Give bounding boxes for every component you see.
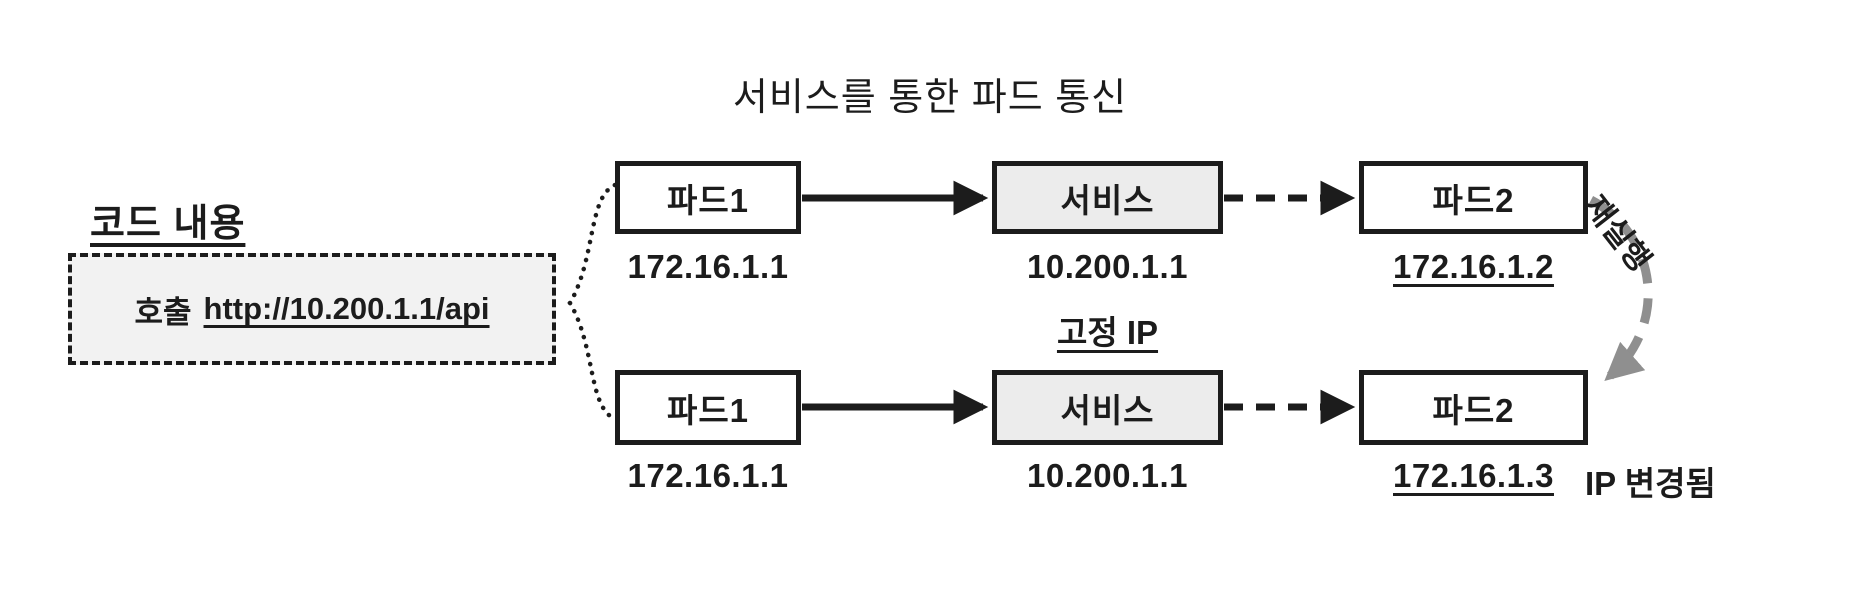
service-ip-row1: 10.200.1.1: [1027, 248, 1188, 285]
pod2-label-row2: 파드2: [1432, 391, 1515, 429]
pod2-ip-row2: 172.16.1.3: [1393, 457, 1554, 494]
pod1-label-row1: 파드1: [666, 181, 750, 219]
service-node-row1: 서비스: [992, 161, 1223, 234]
ip-changed-label: IP 변경됨: [1585, 465, 1716, 502]
service-label-row1: 서비스: [1060, 181, 1155, 219]
pod2-ip-row1: 172.16.1.2: [1393, 248, 1554, 285]
pod2-node-row1: 파드2: [1359, 161, 1588, 234]
pod1-node-row2: 파드1: [615, 370, 801, 445]
diagram-title: 서비스를 통한 파드 통신: [732, 77, 1128, 119]
service-label-row2: 서비스: [1060, 391, 1155, 429]
pod1-ip-row1: 172.16.1.1: [627, 248, 789, 285]
service-node-row2: 서비스: [992, 370, 1223, 445]
code-call-label: 호출: [134, 294, 192, 330]
code-call-box: 호출 http://10.200.1.1/api: [68, 253, 556, 365]
pod1-ip-row2: 172.16.1.1: [627, 457, 789, 494]
pod2-node-row2: 파드2: [1359, 370, 1588, 445]
brace-dotted-connector: [567, 182, 618, 422]
code-content-heading: 코드 내용: [90, 203, 246, 245]
pod2-label-row1: 파드2: [1432, 181, 1515, 219]
code-call-url: http://10.200.1.1/api: [203, 291, 490, 326]
pod1-node-row1: 파드1: [615, 161, 801, 234]
service-ip-row2: 10.200.1.1: [1027, 457, 1188, 494]
fixed-ip-label: 고정 IP: [1056, 314, 1159, 351]
pod1-label-row2: 파드1: [666, 391, 750, 429]
